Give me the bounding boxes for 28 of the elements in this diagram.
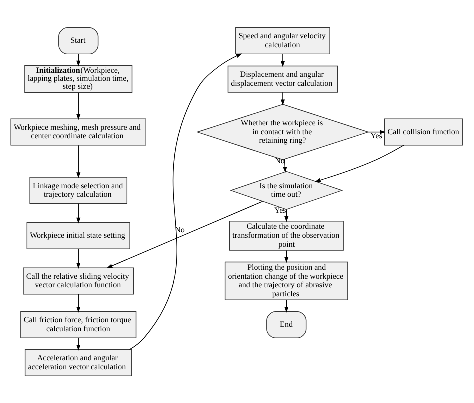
arrow bbox=[76, 144, 81, 178]
node-box: Linkage mode selection and trajectory calculation bbox=[30, 176, 128, 204]
arrow bbox=[280, 92, 286, 106]
node-box: Workpiece initial state setting bbox=[26, 222, 130, 249]
node-box: Speed and angular velocity calculation bbox=[236, 27, 330, 54]
node-box: Call the relative sliding velocity vector calculation function bbox=[23, 267, 134, 294]
arrow bbox=[76, 92, 81, 120]
node-box: Plotting the position and orientation change of the workpiece and the trajectory of abrasive particles bbox=[224, 261, 348, 300]
node-box: Call friction force, friction torque calculation function bbox=[20, 310, 137, 338]
arrow bbox=[76, 202, 81, 224]
arrow bbox=[76, 294, 81, 312]
node-box: Calculate the coordinate transformation of the observation point bbox=[229, 220, 344, 250]
arrow bbox=[280, 53, 286, 67]
arrow bbox=[106, 200, 264, 268]
node-box: Acceleration and angular acceleration vector calculation bbox=[24, 348, 132, 376]
arrow bbox=[76, 337, 81, 350]
node-box: Displacement and angular displacement vector calculation bbox=[228, 65, 338, 92]
arrow bbox=[315, 144, 404, 182]
node-box: Workpiece meshing, mesh pressure and center coordinate calculation bbox=[10, 118, 146, 146]
node-box: Start bbox=[58, 27, 99, 54]
arrow bbox=[76, 248, 81, 268]
node-box: Initialization(Workpiece, lapping plates, simulation time, step size) bbox=[24, 65, 133, 93]
node-box: End bbox=[266, 310, 307, 338]
arrow bbox=[368, 130, 386, 134]
arrow bbox=[76, 53, 81, 66]
edge-label: Yes bbox=[370, 131, 382, 140]
arrow bbox=[129, 53, 242, 350]
node-box: Call collision function bbox=[384, 118, 464, 146]
